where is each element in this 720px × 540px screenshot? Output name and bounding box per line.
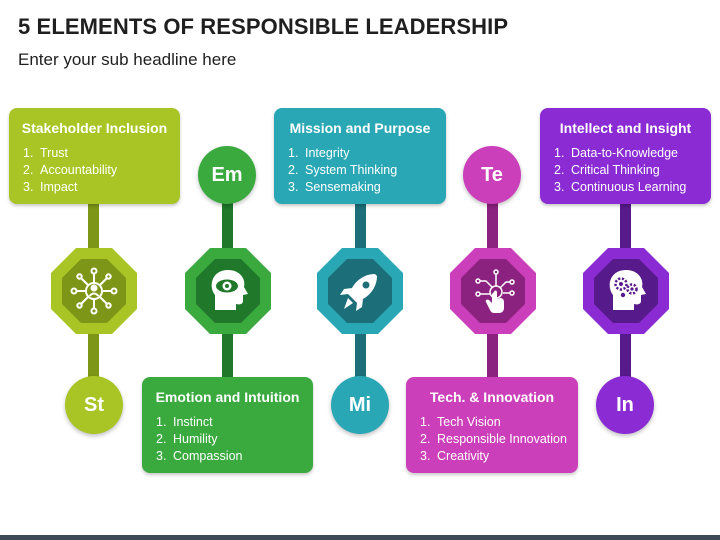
list-item-text: Continuous Learning (571, 180, 687, 194)
list-number: 3. (420, 449, 431, 463)
list-item: 2. Critical Thinking (554, 162, 686, 179)
list-number: 3. (288, 180, 299, 194)
element-octagon-2 (185, 248, 271, 334)
stem-top-1 (88, 190, 99, 250)
list-item-text: Sensemaking (305, 180, 381, 194)
list-item: 3. Creativity (420, 448, 567, 465)
list-item-text: Responsible Innovation (437, 432, 567, 446)
page-title: 5 ELEMENTS OF RESPONSIBLE LEADERSHIP (18, 14, 509, 39)
list-item-text: Critical Thinking (571, 163, 660, 177)
list-number: 2. (420, 432, 431, 446)
list-number: 2. (554, 163, 565, 177)
stem-top-4 (487, 195, 498, 250)
list-item: 2. Accountability (23, 162, 117, 179)
list-item-text: Accountability (40, 163, 118, 177)
stem-top-3 (355, 195, 366, 250)
list-number: 3. (156, 449, 167, 463)
element-list-4: 1. Tech Vision 2. Responsible Innovation 3… (420, 414, 567, 465)
element-abbr-circle-2: Em (198, 146, 256, 204)
element-list-5: 1.Data-to-Knowledge 2.Critical Thinking … (554, 145, 686, 196)
list-item-text: Instinct (173, 415, 213, 429)
list-item-text: Integrity (305, 146, 350, 160)
list-item-text: Data-to-Knowledge (571, 146, 679, 160)
list-number: 1. (288, 146, 299, 160)
stem-top-5 (620, 195, 631, 250)
touch-circuit-icon (475, 269, 515, 313)
list-number: 3. (554, 180, 565, 194)
list-item-text: Tech Vision (437, 415, 501, 429)
stem-bottom-4 (487, 330, 498, 380)
element-octagon-3 (317, 248, 403, 334)
list-number: 1. (23, 146, 34, 160)
element-abbr-circle-4: Te (463, 146, 521, 204)
list-item: 3. Compassion (156, 448, 242, 465)
list-number: 1. (554, 146, 565, 160)
list-item: 3. Sensemaking (288, 179, 397, 196)
list-item-text: System Thinking (305, 163, 398, 177)
list-item: 3. Continuous Learning (554, 179, 686, 196)
list-item: 1. Trust (23, 145, 117, 162)
list-item: 1. Instinct (156, 414, 242, 431)
element-heading-5: Intellect and Insight (559, 120, 692, 136)
list-number: 3. (23, 180, 34, 194)
bottom-accent-bar (0, 535, 720, 540)
list-number: 2. (156, 432, 167, 446)
element-box-3: Mission and Purpose 1. Integrity 2. System… (274, 108, 446, 204)
page-subtitle: Enter your sub headline here (18, 50, 237, 69)
list-item-text: Trust (40, 146, 69, 160)
element-list-2: 1. Instinct 2. Humility 3. Compassion (156, 414, 242, 465)
element-octagon-1 (51, 248, 137, 334)
list-item: 2. Responsible Innovation (420, 431, 567, 448)
stem-bottom-5 (620, 330, 631, 380)
head-eye-icon (211, 270, 248, 310)
list-item: 1. Data-to-Knowledge (554, 145, 686, 162)
stem-bottom-1 (88, 330, 99, 380)
list-number: 1. (420, 415, 431, 429)
stem-top-2 (222, 195, 233, 250)
list-item-text: Impact (40, 180, 78, 194)
element-heading-4: Tech. & Innovation (429, 389, 555, 405)
list-item-text: Compassion (173, 449, 243, 463)
head-gears-icon (609, 270, 646, 310)
list-item: 3. Impact (23, 179, 117, 196)
element-abbr-circle-1: St (65, 376, 123, 434)
element-box-1: Stakeholder Inclusion 1. Trust 2. Accounta… (9, 108, 180, 204)
stem-bottom-3 (355, 330, 366, 380)
list-item-text: Creativity (437, 449, 490, 463)
element-abbr-circle-3: Mi (331, 376, 389, 434)
element-box-5: Intellect and Insight 1. Data-to-Knowledg… (540, 108, 711, 204)
list-item-text: Humility (173, 432, 218, 446)
network-person-icon (70, 267, 118, 315)
element-octagon-4 (450, 248, 536, 334)
list-item: 1. Tech Vision (420, 414, 567, 431)
list-item: 1. Integrity (288, 145, 397, 162)
list-item: 2. System Thinking (288, 162, 397, 179)
element-list-3: 1. Integrity 2. System Thinking 3. Sensemak… (288, 145, 397, 196)
element-abbr-circle-5: In (596, 376, 654, 434)
list-number: 2. (288, 163, 299, 177)
element-heading-1: Stakeholder Inclusion (21, 120, 168, 136)
element-heading-2: Emotion and Intuition (155, 389, 300, 405)
element-box-2: Emotion and Intuition 1. Instinct 2. Humil… (142, 377, 313, 473)
element-heading-3: Mission and Purpose (289, 120, 431, 136)
element-box-4: Tech. & Innovation 1. Tech Vision 2. Respo… (406, 377, 578, 473)
list-number: 1. (156, 415, 167, 429)
element-list-1: 1. Trust 2. Accountability 3. Impact (23, 145, 117, 196)
stem-bottom-2 (222, 330, 233, 380)
element-octagon-5 (583, 248, 669, 334)
list-item: 2. Humility (156, 431, 242, 448)
rocket-icon (340, 274, 377, 311)
list-number: 2. (23, 163, 34, 177)
